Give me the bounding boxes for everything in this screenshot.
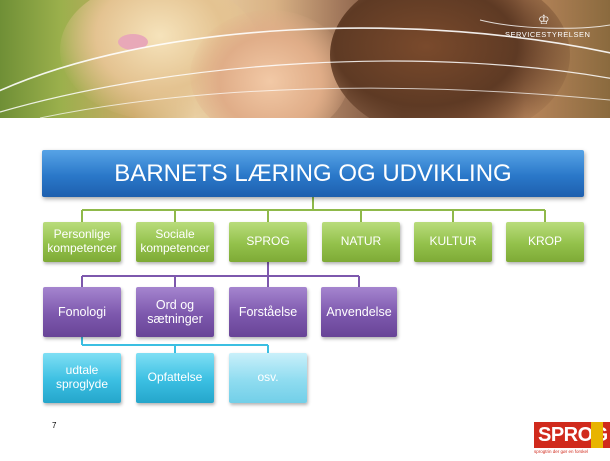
node-personlige-kompetencer: Personlige kompetencer bbox=[43, 222, 121, 262]
node-krop: KROP bbox=[506, 222, 584, 262]
node-opfattelse: Opfattelse bbox=[136, 353, 214, 403]
page-number: 7 bbox=[52, 421, 57, 430]
diagram-title: BARNETS LÆRING OG UDVIKLING bbox=[42, 150, 584, 197]
decorative-swooshes bbox=[0, 19, 610, 118]
node-sociale-kompetencer: Sociale kompetencer bbox=[136, 222, 214, 262]
node-natur: NATUR bbox=[322, 222, 400, 262]
hair-clip bbox=[118, 34, 148, 50]
node-ord-og-saetninger: Ord og sætninger bbox=[136, 287, 214, 337]
sprog-logo-tagline: sprogtrin der gør en forskel bbox=[534, 449, 589, 454]
node-anvendelse: Anvendelse bbox=[321, 287, 397, 337]
node-fonologi: Fonologi bbox=[43, 287, 121, 337]
node-forstaaelse: Forståelse bbox=[229, 287, 307, 337]
node-udtale-sproglyde: udtale sproglyde bbox=[43, 353, 121, 403]
crown-icon: ♔ bbox=[538, 12, 550, 27]
header-photo: ♔ SERVICESTYRELSEN bbox=[0, 0, 610, 118]
node-sprog: SPROG bbox=[229, 222, 307, 262]
node-kultur: KULTUR bbox=[414, 222, 492, 262]
node-osv: osv. bbox=[229, 353, 307, 403]
servicestyrelsen-logo: SERVICESTYRELSEN bbox=[505, 30, 591, 39]
sprog-logo: SPROG sprogtrin der gør en forskel bbox=[534, 422, 610, 456]
sprog-logo-tag bbox=[591, 422, 603, 448]
